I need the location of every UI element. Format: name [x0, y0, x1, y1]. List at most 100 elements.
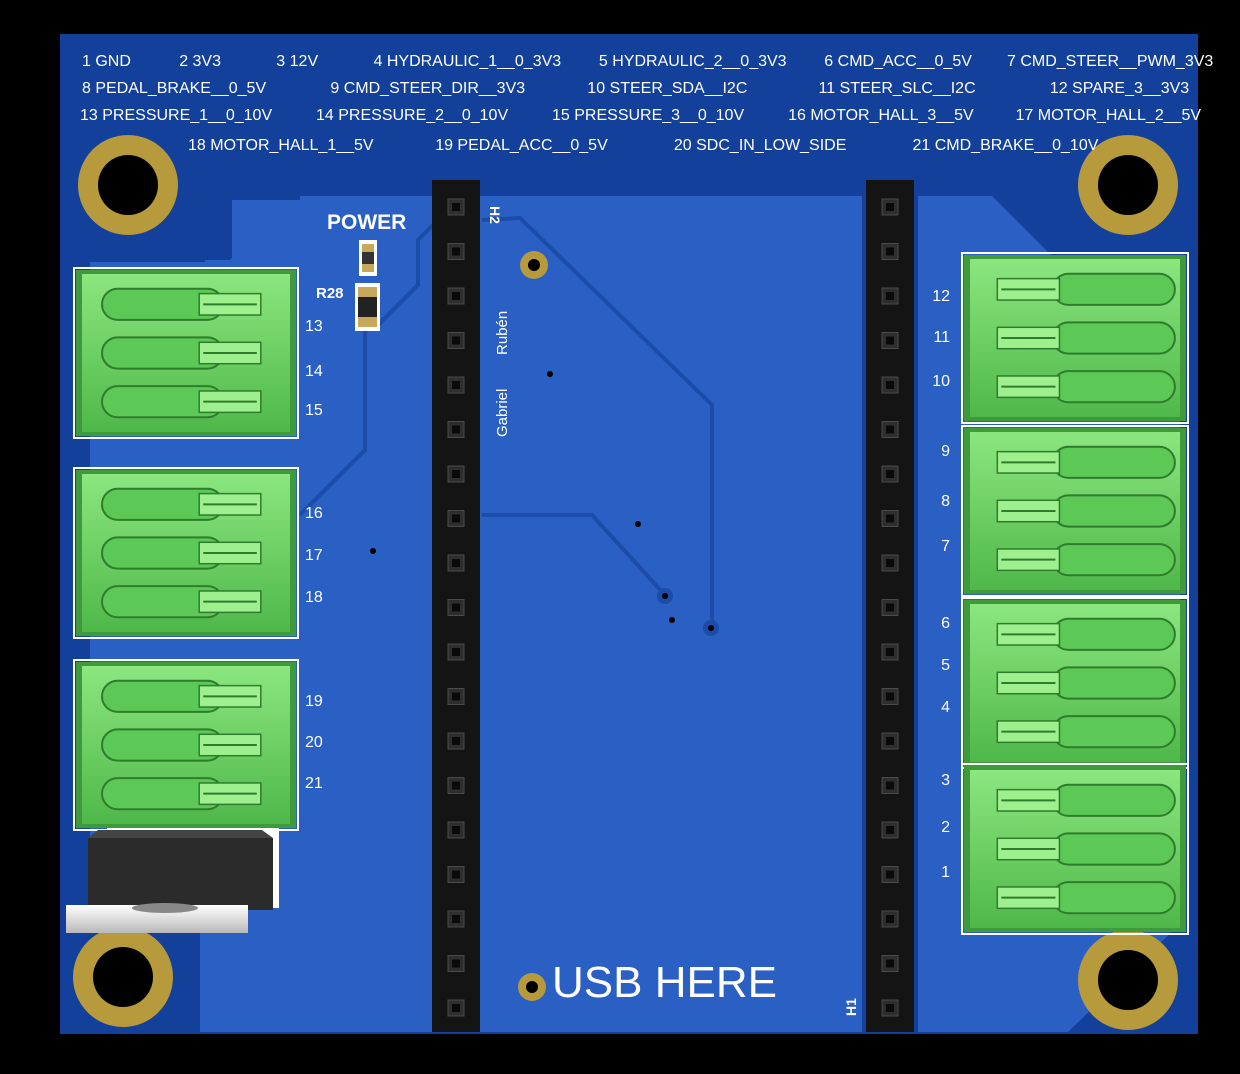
pin-number-label: 4 [941, 699, 950, 716]
terminal-block [73, 467, 299, 639]
author-last-name: Rubén [494, 311, 511, 355]
header-pin-hole [452, 648, 460, 656]
pin-number-label: 19 [305, 693, 323, 710]
pin-number-label: 17 [305, 547, 323, 564]
terminal-lever [1051, 715, 1176, 749]
header-pin-hole [452, 692, 460, 701]
header-pin-hole [886, 870, 894, 879]
via-small-2 [703, 620, 719, 636]
terminal-lever [1051, 543, 1176, 577]
pin-legend-entry: 7 CMD_STEER__PWM_3V3 [1007, 53, 1213, 70]
pin-legend-entry: 17 MOTOR_HALL_2__5V [1016, 107, 1202, 124]
left-terminal-blocks [73, 267, 299, 831]
pin-legend-entry: 15 PRESSURE_3__0_10V [552, 107, 744, 124]
header-pin-hole [886, 336, 894, 345]
header-pin-hole [452, 336, 460, 345]
header-pin-hole [886, 203, 894, 211]
pin-legend-entry: 14 PRESSURE_2__0_10V [316, 107, 508, 124]
header-pin-hole [452, 1004, 460, 1012]
pin-number-label: 13 [305, 318, 323, 335]
header-pin-hole [886, 425, 894, 434]
pin-number-label: 14 [305, 363, 323, 380]
pin-legend-entry: 16 MOTOR_HALL_3__5V [788, 107, 974, 124]
pin-legend-entry: 21 CMD_BRAKE__0_10V [913, 137, 1099, 154]
pin-legend-row-3: 13 PRESSURE_1__0_10V 14 PRESSURE_2__0_10V… [80, 107, 1201, 124]
header-pin-hole [886, 648, 894, 656]
resistor-r28 [355, 283, 380, 331]
pin-number-label: 10 [932, 373, 950, 390]
terminal-lever [1051, 445, 1176, 479]
via-dots [370, 371, 675, 623]
header-pin-hole [886, 915, 894, 923]
terminal-block [73, 267, 299, 439]
power-label: POWER [327, 211, 406, 234]
terminal-block [961, 252, 1189, 424]
via-large [520, 251, 548, 279]
header-pin-hole [452, 737, 460, 745]
header-pin-hole [452, 514, 460, 523]
resistor-label: R28 [316, 285, 344, 302]
pin-legend-entry: 9 CMD_STEER_DIR__3V3 [330, 80, 525, 97]
header-pin-hole [886, 737, 894, 745]
header-pin-hole [886, 781, 894, 790]
header-pin-hole [452, 425, 460, 434]
header-pin-hole [452, 870, 460, 879]
terminal-outline [961, 763, 1189, 935]
pin-legend-entry: 18 MOTOR_HALL_1__5V [188, 137, 374, 154]
terminal-lever [1051, 832, 1176, 866]
header-pin-hole [886, 514, 894, 523]
terminal-lever [1051, 272, 1176, 306]
header-pin-hole [452, 292, 460, 300]
usb-label: USB HERE [552, 958, 777, 1007]
mounting-hole-top-left [78, 135, 178, 235]
terminal-block [73, 659, 299, 831]
header-pin-hole [886, 1004, 894, 1012]
header-pin-hole [452, 915, 460, 923]
pin-number-label: 11 [933, 329, 950, 346]
terminal-lever [1051, 783, 1176, 817]
header-pin-hole [886, 692, 894, 701]
voltage-regulator [66, 828, 279, 933]
pin-number-label: 5 [941, 657, 950, 674]
header-pin-hole [452, 247, 460, 256]
terminal-lever [1051, 881, 1176, 915]
pin-header-h1 [866, 180, 914, 1032]
pin-number-label: 18 [305, 589, 323, 606]
header-pin-hole [452, 559, 460, 567]
pin-number-label: 3 [941, 772, 950, 789]
pin-legend-entry: 3 12V [276, 53, 318, 70]
pin-legend-entry: 1 GND [82, 53, 131, 70]
header-pin-hole [452, 381, 460, 389]
terminal-outline [961, 252, 1189, 424]
pin-legend-entry: 20 SDC_IN_LOW_SIDE [674, 137, 847, 154]
copper-traces [298, 215, 714, 628]
header-h1-label: H1 [843, 998, 859, 1016]
pin-number-label: 8 [941, 493, 950, 510]
header-pin-hole [886, 559, 894, 567]
pin-legend-entry: 6 CMD_ACC__0_5V [824, 53, 972, 70]
terminal-block [961, 425, 1189, 597]
pin-legend-entry: 5 HYDRAULIC_2__0_3V3 [599, 53, 787, 70]
via-small-1 [657, 588, 673, 604]
terminal-outline [961, 425, 1189, 597]
pin-number-label: 9 [941, 443, 950, 460]
terminal-lever [1051, 370, 1176, 404]
terminal-outline [73, 467, 299, 639]
header-pin-hole [886, 247, 894, 256]
right-terminal-blocks [961, 252, 1189, 935]
pin-legend-entry: 13 PRESSURE_1__0_10V [80, 107, 272, 124]
header-pin-hole [886, 826, 894, 834]
mounting-hole-top-right [1078, 135, 1178, 235]
terminal-block [961, 597, 1189, 769]
header-pin-hole [886, 470, 894, 478]
author-first-name: Gabriel [494, 389, 511, 437]
pin-number-label: 16 [305, 505, 323, 522]
terminal-lever [1051, 494, 1176, 528]
pin-legend-entry: 2 3V3 [179, 53, 221, 70]
header-pin-hole [452, 826, 460, 834]
